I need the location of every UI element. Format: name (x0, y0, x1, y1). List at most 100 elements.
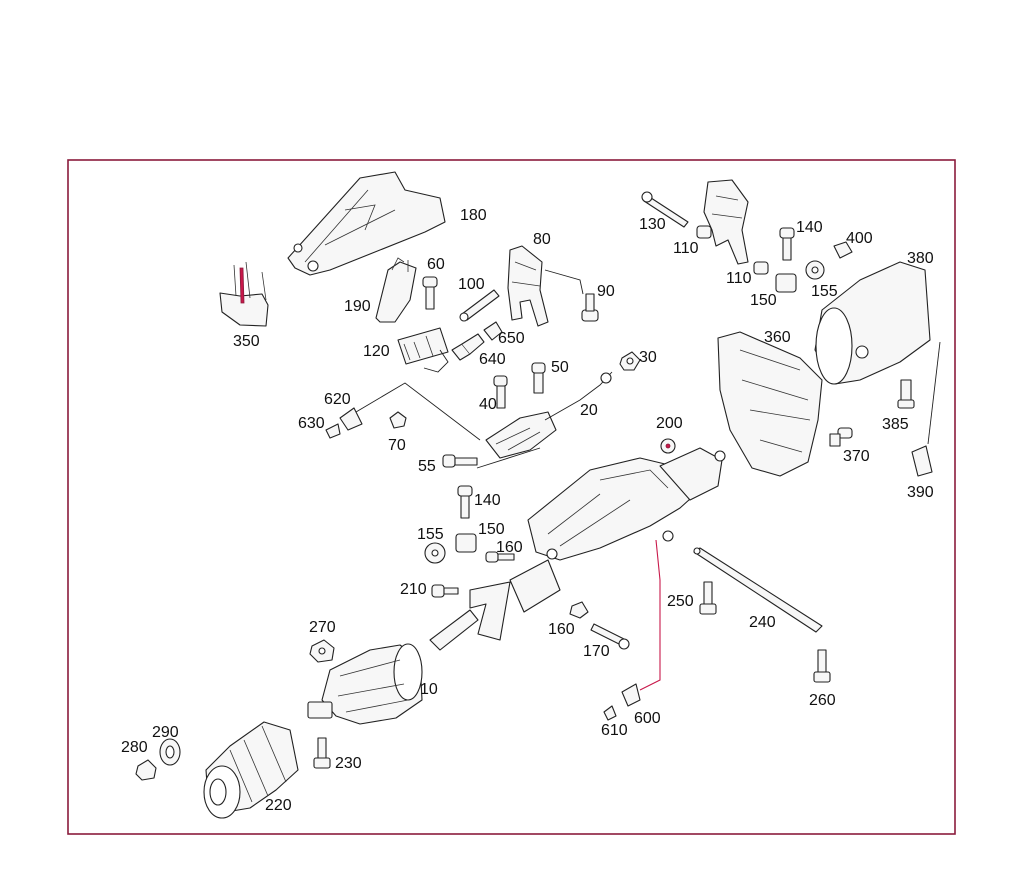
part-130-bolt[interactable] (641, 191, 689, 228)
callout-150-upper[interactable]: 150 (750, 292, 777, 309)
part-upper-carrier-bracket[interactable] (703, 179, 749, 265)
part-140-bolt-lower[interactable] (457, 485, 473, 519)
callout-140-upper[interactable]: 140 (796, 219, 823, 236)
part-30-nut[interactable] (619, 351, 641, 371)
part-170-bolt[interactable] (590, 623, 630, 650)
callout-600[interactable]: 600 (634, 710, 661, 727)
callout-220[interactable]: 220 (265, 797, 292, 814)
part-210-bolt[interactable] (431, 584, 459, 598)
callout-155-upper[interactable]: 155 (811, 283, 838, 300)
callout-55[interactable]: 55 (418, 458, 436, 475)
callout-260[interactable]: 260 (809, 692, 836, 709)
part-70-nut[interactable] (389, 411, 407, 429)
callout-180[interactable]: 180 (460, 207, 487, 224)
part-10-steering-shaft[interactable] (307, 643, 423, 725)
callout-110-upper[interactable]: 110 (673, 240, 699, 257)
callout-50[interactable]: 50 (551, 359, 569, 376)
part-650-clip[interactable] (483, 321, 503, 341)
part-260-bolt[interactable] (813, 649, 831, 683)
part-370-screw[interactable] (829, 427, 853, 447)
callout-200[interactable]: 200 (656, 415, 683, 432)
part-200-grommet[interactable] (660, 438, 676, 454)
part-390-clip[interactable] (911, 341, 941, 477)
callout-20[interactable]: 20 (580, 402, 598, 419)
callout-610[interactable]: 610 (601, 722, 628, 739)
callout-160-upper[interactable]: 160 (496, 539, 523, 556)
callout-30[interactable]: 30 (639, 349, 657, 366)
part-180-upper-bracket[interactable] (287, 171, 446, 276)
callout-90[interactable]: 90 (597, 283, 615, 300)
part-250-bolt[interactable] (699, 581, 717, 615)
part-50-bolt[interactable] (531, 362, 546, 394)
part-60-bolt[interactable] (422, 276, 438, 310)
callout-170[interactable]: 170 (583, 643, 610, 660)
callout-385[interactable]: 385 (882, 416, 909, 433)
callout-370[interactable]: 370 (843, 448, 870, 465)
part-100-pin[interactable] (459, 289, 500, 322)
part-160-nut-lower[interactable] (569, 601, 589, 619)
callout-120[interactable]: 120 (363, 343, 390, 360)
part-400-clip[interactable] (833, 241, 853, 259)
callout-40[interactable]: 40 (479, 396, 497, 413)
part-140-bolt-upper[interactable] (779, 227, 795, 261)
part-55-bolt[interactable] (442, 447, 541, 469)
part-column-housing[interactable] (527, 447, 726, 561)
callout-360[interactable]: 360 (764, 329, 791, 346)
callout-630[interactable]: 630 (298, 415, 325, 432)
callout-80[interactable]: 80 (533, 231, 551, 248)
callout-150-lower[interactable]: 150 (478, 521, 505, 538)
callout-130[interactable]: 130 (639, 216, 666, 233)
part-40-bolt[interactable] (493, 375, 508, 409)
part-230-bolt[interactable] (313, 737, 331, 769)
callout-380[interactable]: 380 (907, 250, 934, 267)
part-150-nut-lower[interactable] (455, 533, 477, 553)
part-630-plug[interactable] (325, 423, 341, 439)
part-600-connector[interactable] (621, 683, 641, 707)
callout-160-lower[interactable]: 160 (548, 621, 575, 638)
part-385-screw[interactable] (897, 379, 915, 409)
part-80-switch[interactable] (507, 245, 549, 327)
callout-230[interactable]: 230 (335, 755, 362, 772)
callout-400[interactable]: 400 (846, 230, 873, 247)
part-90-bolt[interactable] (544, 269, 599, 322)
callout-110-lower[interactable]: 110 (726, 270, 752, 287)
callout-650[interactable]: 650 (498, 330, 525, 347)
part-280-nut[interactable] (135, 759, 157, 781)
part-160-screw-upper[interactable] (485, 551, 515, 563)
part-360-lower-cover[interactable] (717, 331, 823, 477)
callout-140-lower[interactable]: 140 (474, 492, 501, 509)
callout-390[interactable]: 390 (907, 484, 934, 501)
callout-60[interactable]: 60 (427, 256, 445, 273)
callout-620[interactable]: 620 (324, 391, 351, 408)
part-20-actuator[interactable] (485, 371, 613, 459)
part-110-nut-upper[interactable] (696, 225, 712, 239)
callout-290[interactable]: 290 (152, 724, 179, 741)
callout-100[interactable]: 100 (458, 276, 485, 293)
part-350-bracket[interactable] (219, 261, 269, 327)
part-155-washer-upper[interactable] (805, 260, 825, 280)
callout-640[interactable]: 640 (479, 351, 506, 368)
part-220-boot[interactable] (203, 721, 299, 819)
callout-280[interactable]: 280 (121, 739, 148, 756)
part-380-cover[interactable] (814, 261, 931, 385)
callout-190[interactable]: 190 (344, 298, 371, 315)
callout-155-lower[interactable]: 155 (417, 526, 444, 543)
part-155-washer-lower[interactable] (424, 542, 446, 564)
callout-250[interactable]: 250 (667, 593, 694, 610)
part-110-nut-lower[interactable] (753, 261, 769, 275)
part-240-strut[interactable] (693, 547, 823, 633)
part-270-nut[interactable] (309, 639, 335, 663)
part-190-plate[interactable] (375, 257, 417, 323)
callout-240[interactable]: 240 (749, 614, 776, 631)
part-610-plug[interactable] (603, 705, 617, 721)
part-120-motor[interactable] (397, 327, 449, 373)
callout-210[interactable]: 210 (400, 581, 427, 598)
callout-350[interactable]: 350 (233, 333, 260, 350)
part-intermediate-shaft[interactable] (429, 559, 561, 651)
callout-270[interactable]: 270 (309, 619, 336, 636)
callout-10[interactable]: 10 (420, 681, 438, 698)
part-620-connector[interactable] (339, 382, 481, 441)
part-150-nut-upper[interactable] (775, 273, 797, 293)
callout-70[interactable]: 70 (388, 437, 406, 454)
part-290-washer[interactable] (159, 738, 181, 766)
